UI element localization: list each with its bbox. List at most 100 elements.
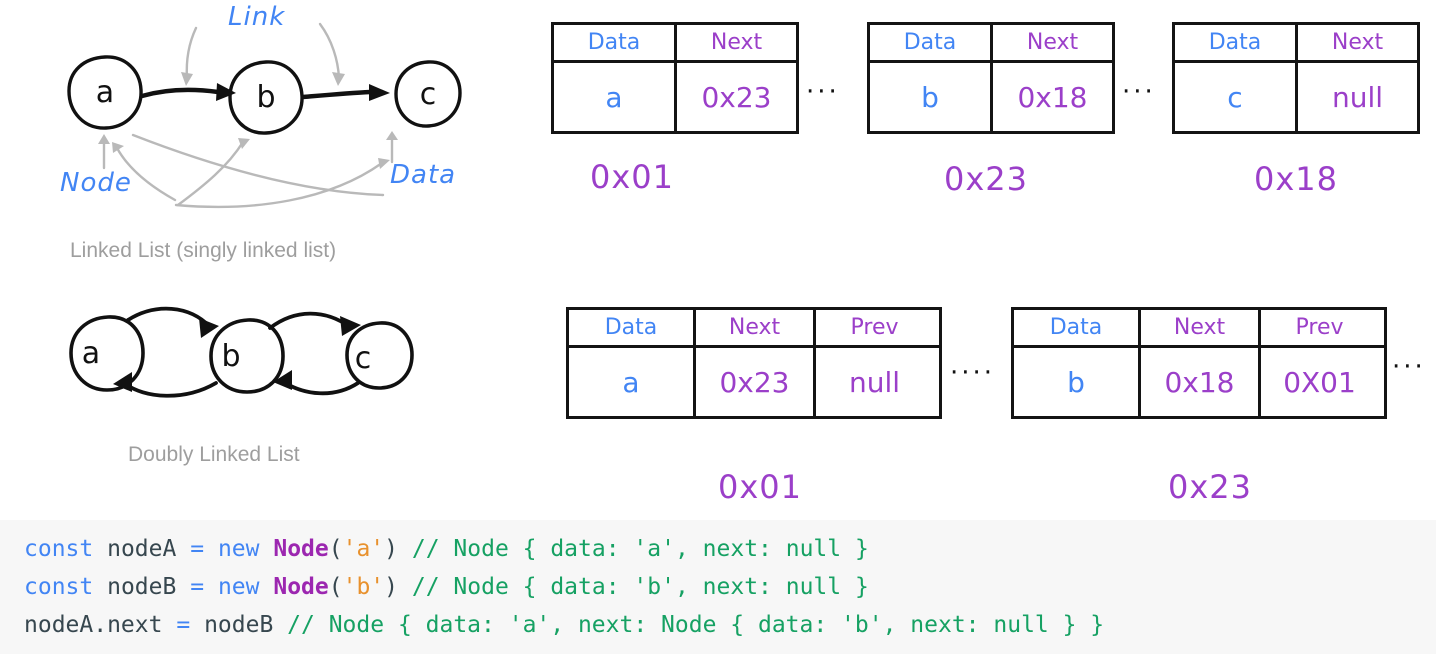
code-token-pun xyxy=(398,536,412,562)
doubly-record-b-address: 0x23 xyxy=(1168,468,1253,506)
singly-record-a-value-row: a 0x23 xyxy=(554,63,796,131)
pointer-arrowhead-cross xyxy=(378,158,390,169)
doubly-record-b-header-prev: Prev xyxy=(1258,310,1378,345)
singly-record-c-address: 0x18 xyxy=(1254,160,1339,198)
singly-record-node-a: Data Next a 0x23 xyxy=(551,22,799,134)
code-line-1: const nodeA = new Node('a') // Node { da… xyxy=(24,530,1436,568)
doubly-record-a-header-data: Data xyxy=(604,315,658,340)
code-token-pun: ( xyxy=(328,536,343,562)
link-arrow-b-to-c xyxy=(300,89,373,100)
code-token-op: = xyxy=(190,536,205,562)
code-token-pun xyxy=(204,574,218,600)
doubly-record-separator-2: ··· xyxy=(1392,352,1426,382)
singly-node-a-label: a xyxy=(95,74,115,110)
code-token-pun: ( xyxy=(328,574,343,600)
code-token-id: nodeA xyxy=(107,536,177,562)
singly-record-a-header-next: Next xyxy=(674,25,796,60)
singly-record-c-header-data: Data xyxy=(1208,30,1262,55)
code-token-pun xyxy=(162,612,176,638)
pointer-arrowhead-node-up xyxy=(98,134,110,144)
code-token-pun xyxy=(93,536,107,562)
doubly-node-b-label: b xyxy=(221,338,241,374)
doubly-record-a-value-row: a 0x23 null xyxy=(569,348,939,416)
code-token-str: 'a' xyxy=(342,536,385,562)
doubly-record-b-header-row: Data Next Prev xyxy=(1014,310,1384,348)
pointer-cross-long xyxy=(131,133,385,197)
doubly-arrowhead-to-b-bottom xyxy=(273,370,292,390)
pointer-mid-to-b xyxy=(176,140,245,207)
singly-linked-list-diagram xyxy=(67,22,462,209)
singly-record-c-header-row: Data Next xyxy=(1175,25,1417,63)
singly-record-b-header-row: Data Next xyxy=(870,25,1112,63)
singly-record-a-address: 0x01 xyxy=(590,158,675,196)
pointer-arrowhead-link-left xyxy=(181,72,193,86)
code-token-pun: ) xyxy=(384,536,398,562)
code-token-pun xyxy=(259,536,273,562)
code-token-pun xyxy=(176,536,190,562)
code-token-pun xyxy=(93,574,107,600)
singly-record-b-next-value: 0x18 xyxy=(990,63,1112,131)
singly-node-a: a xyxy=(70,57,140,127)
doubly-linked-list-caption: Doubly Linked List xyxy=(128,443,300,466)
doubly-node-c: c xyxy=(328,323,398,393)
pointer-arrowhead-node-a xyxy=(112,142,124,153)
doubly-linked-list-diagram xyxy=(69,306,414,398)
singly-record-a-header-row: Data Next xyxy=(554,25,796,63)
singly-record-separator-2: ··· xyxy=(1122,77,1156,107)
singly-node-b-label: b xyxy=(256,79,276,115)
doubly-record-a-prev-value: null xyxy=(813,348,933,416)
code-token-id: nodeB xyxy=(204,612,274,638)
code-token-com: // Node { data: 'a', next: Node { data: … xyxy=(287,612,1105,638)
pointer-cross-long2 xyxy=(174,161,384,209)
doubly-record-node-b: Data Next Prev b 0x18 0X01 xyxy=(1011,307,1387,419)
pointer-link-left xyxy=(185,26,198,80)
code-token-pun xyxy=(398,574,412,600)
singly-record-c-next-value: null xyxy=(1295,63,1417,131)
singly-node-c: c xyxy=(393,59,463,129)
singly-record-b-header-next: Next xyxy=(990,25,1112,60)
code-line-3: nodeA.next = nodeB // Node { data: 'a', … xyxy=(24,606,1436,644)
singly-record-b-data-value: b xyxy=(921,80,939,114)
doubly-record-a-header-next: Next xyxy=(693,310,813,345)
code-token-com: // Node { data: 'a', next: null } xyxy=(411,536,869,562)
code-token-pun xyxy=(273,612,287,638)
doubly-record-b-next-value: 0x18 xyxy=(1138,348,1258,416)
pointer-arrowhead-link-right xyxy=(332,72,345,86)
pointer-link-right xyxy=(318,22,341,80)
singly-record-c-header-next: Next xyxy=(1295,25,1417,60)
singly-record-separator-1: ··· xyxy=(806,77,840,107)
doubly-record-b-header-next: Next xyxy=(1138,310,1258,345)
code-token-kw: const xyxy=(24,536,94,562)
code-token-op: = xyxy=(190,574,205,600)
code-token-pun xyxy=(176,574,190,600)
singly-record-b-header-data: Data xyxy=(903,30,957,55)
doubly-arrowhead-to-b-top xyxy=(199,318,219,338)
singly-record-c-data-value: c xyxy=(1227,80,1243,114)
doubly-node-a: a xyxy=(56,318,126,388)
code-token-pun: ) xyxy=(384,574,398,600)
node-circle-a-outline xyxy=(67,55,143,130)
code-token-id: nodeA.next xyxy=(24,612,163,638)
code-block: const nodeA = new Node('a') // Node { da… xyxy=(0,520,1436,654)
singly-node-c-label: c xyxy=(419,76,437,112)
code-token-str: 'b' xyxy=(342,574,385,600)
doubly-arrowhead-to-c-top xyxy=(340,316,361,336)
code-line-2: const nodeB = new Node('b') // Node { da… xyxy=(24,568,1436,606)
annotation-link: Link xyxy=(228,2,286,32)
code-token-cls: Node xyxy=(273,536,329,562)
singly-record-node-c: Data Next c null xyxy=(1172,22,1420,134)
doubly-record-a-header-row: Data Next Prev xyxy=(569,310,939,348)
singly-record-a-data-value: a xyxy=(605,80,623,114)
code-token-op: = xyxy=(176,612,191,638)
annotation-node: Node xyxy=(60,168,132,198)
singly-record-a-next-value: 0x23 xyxy=(674,63,796,131)
doubly-record-a-data-value: a xyxy=(622,365,640,399)
doubly-record-a-next-value: 0x23 xyxy=(693,348,813,416)
doubly-node-a-label: a xyxy=(81,335,101,371)
link-arrowhead-b-to-c xyxy=(369,84,390,101)
link-arrowhead-a-to-b xyxy=(216,83,236,101)
singly-node-b: b xyxy=(231,62,301,132)
doubly-record-b-header-data: Data xyxy=(1049,315,1103,340)
doubly-record-a-address: 0x01 xyxy=(718,468,803,506)
